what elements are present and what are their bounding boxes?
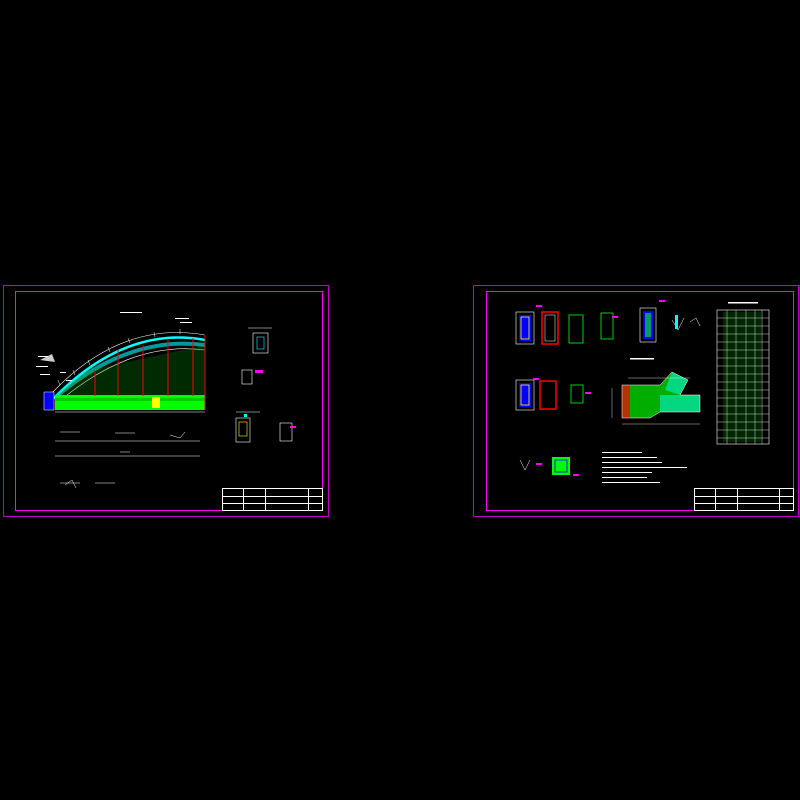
section-details [515,300,701,476]
right-sheet-outer-border [473,285,799,517]
arch-elevation [36,312,206,413]
right-sheet-inner-border [486,291,794,511]
quantity-table [716,302,770,445]
left-title-block [222,488,323,511]
left-sheet-inner-border [15,291,323,511]
right-title-block [694,488,794,511]
arch-rib-section [241,327,272,385]
rebar-schedule-lines [55,431,200,484]
notes [602,452,687,483]
anchor-detail [235,411,293,443]
joint-detail [611,358,701,425]
left-sheet-outer-border [3,285,329,517]
